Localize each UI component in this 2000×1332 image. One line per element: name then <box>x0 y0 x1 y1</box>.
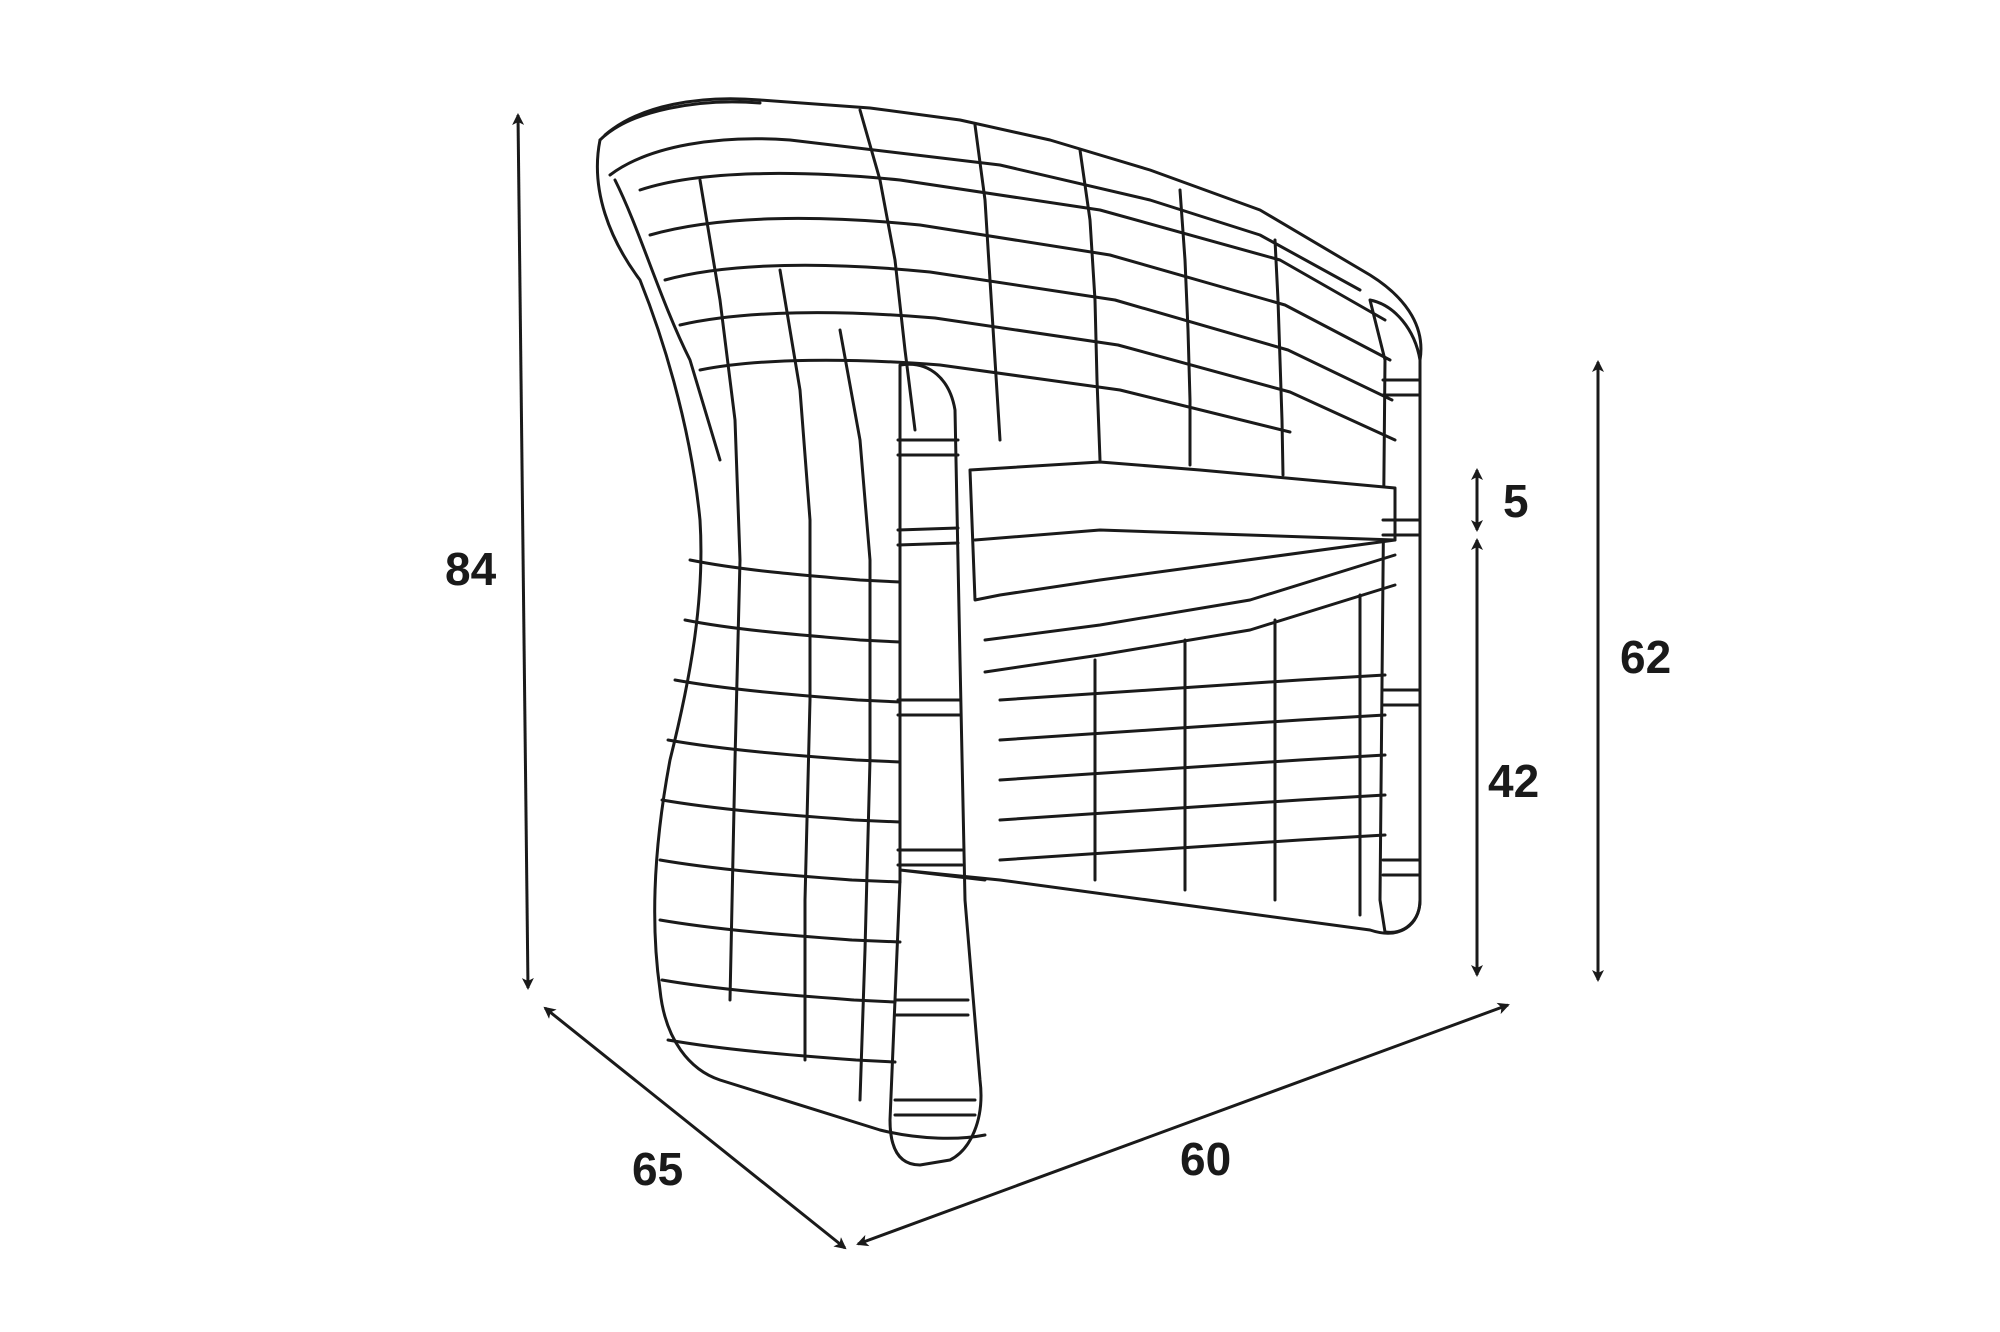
front-left-post <box>888 362 983 1167</box>
back-ring-1 <box>638 171 1387 322</box>
dimension-labels: 84 65 60 5 42 62 <box>445 475 1671 1195</box>
back-stave-1 <box>858 108 917 432</box>
back-ring-3 <box>663 263 1394 402</box>
side-stave-1 <box>698 178 742 1002</box>
back-post-binding-1 <box>1381 378 1422 397</box>
post-binding-3 <box>896 698 962 717</box>
post-binding-1 <box>896 438 960 457</box>
width-line <box>856 1002 1510 1247</box>
back-ring-2 <box>648 216 1392 362</box>
lower-ring-1 <box>688 558 902 584</box>
front-seat-rail <box>983 553 1397 674</box>
post-binding-6 <box>893 1098 977 1117</box>
lower-ring-7 <box>658 918 902 944</box>
post-binding-5 <box>893 998 970 1017</box>
back-stave-4 <box>1178 188 1192 467</box>
back-right-post <box>1368 298 1422 934</box>
back-stave-5 <box>1273 238 1285 477</box>
lower-ring-8 <box>660 978 897 1004</box>
lower-ring-3 <box>673 678 902 704</box>
dimension-lines <box>512 113 1604 1250</box>
post-binding-4 <box>896 848 964 867</box>
back-post-binding-2 <box>1381 518 1422 537</box>
post-binding-2 <box>896 526 960 547</box>
label-seat-height: 42 <box>1488 755 1539 807</box>
back-post-binding-3 <box>1381 688 1422 707</box>
lower-ring-6 <box>658 858 902 884</box>
under-ring-5 <box>998 833 1387 862</box>
under-ring-4 <box>998 793 1387 822</box>
back-ring-4 <box>678 311 1397 442</box>
depth-line <box>543 1006 847 1250</box>
under-ring-3 <box>998 753 1387 782</box>
back-top-rim <box>598 100 1362 292</box>
side-stave-3 <box>838 328 872 1102</box>
label-cushion-thickness: 5 <box>1503 475 1529 527</box>
label-arm-height: 62 <box>1620 631 1671 683</box>
label-depth: 65 <box>632 1143 683 1195</box>
back-post-binding-4 <box>1381 858 1422 877</box>
lower-ring-2 <box>683 618 902 644</box>
height-total-line <box>512 113 534 990</box>
cushion-front-edge <box>973 528 1397 542</box>
under-ring-2 <box>998 713 1387 742</box>
label-width: 60 <box>1180 1133 1231 1185</box>
side-stave-2 <box>778 268 812 1062</box>
wicker-armchair-icon <box>595 97 1423 1167</box>
left-arm-outer <box>595 138 987 1140</box>
seat-cushion <box>968 460 1397 602</box>
back-stave-3 <box>1078 148 1102 462</box>
lower-ring-5 <box>660 798 902 824</box>
lower-ring-4 <box>666 738 902 764</box>
label-height-total: 84 <box>445 543 497 595</box>
left-arm-inner <box>613 178 722 462</box>
under-ring-1 <box>998 673 1387 702</box>
